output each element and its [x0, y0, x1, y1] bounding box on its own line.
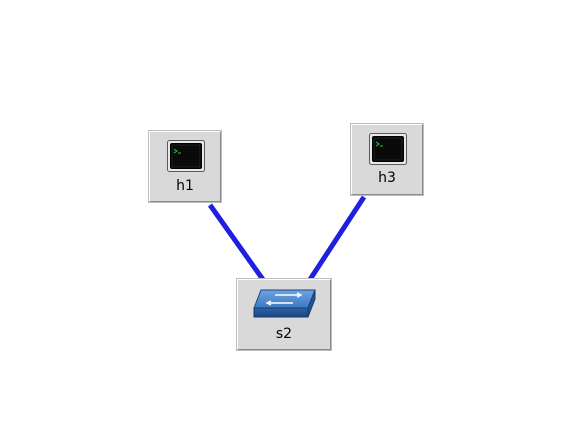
switch-node-s2[interactable]: s2	[237, 279, 331, 350]
terminal-icon	[167, 140, 205, 172]
node-label: h1	[176, 178, 194, 194]
link-h3-s2[interactable]	[306, 195, 367, 283]
link-h1-s2[interactable]	[207, 203, 267, 283]
node-label: h3	[378, 170, 396, 186]
host-node-h3[interactable]: h3	[351, 124, 423, 195]
terminal-icon	[369, 133, 407, 165]
host-node-h1[interactable]: h1	[149, 131, 221, 202]
node-label: s2	[275, 326, 293, 342]
switch-icon	[253, 289, 316, 318]
